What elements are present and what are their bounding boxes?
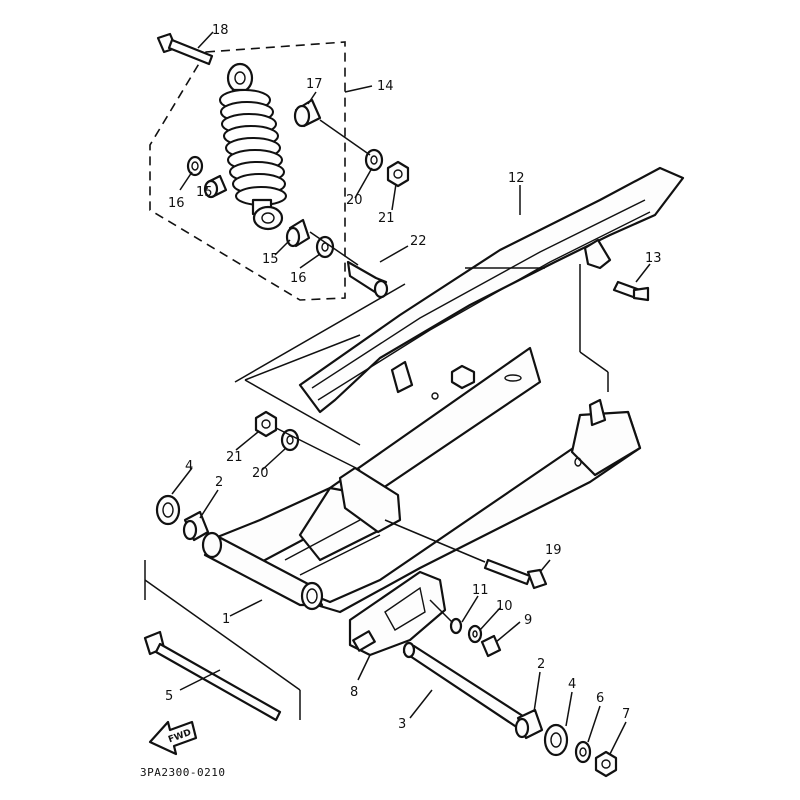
callout-20-lower: 20 — [252, 466, 269, 481]
nut-21-lower — [254, 410, 278, 438]
washer-6 — [574, 740, 592, 764]
washer-16-lower — [315, 235, 335, 259]
collar-22 — [346, 260, 389, 299]
shock-spring — [219, 89, 287, 206]
callout-4-right: 4 — [568, 677, 576, 692]
bearing-4-left — [155, 494, 181, 526]
shock-absorber — [219, 62, 287, 231]
bushing-17 — [293, 98, 322, 128]
bolt-19 — [483, 558, 548, 590]
callout-4-left: 4 — [185, 459, 193, 474]
collar-15-lower — [285, 218, 311, 248]
rear-arm — [208, 346, 642, 614]
bearing-4-right — [543, 723, 569, 757]
callout-5: 5 — [165, 689, 173, 704]
callout-20-upper: 20 — [346, 193, 363, 208]
bushing-2-right — [514, 708, 544, 740]
callout-leaders — [171, 31, 651, 755]
callout-1: 1 — [222, 612, 230, 627]
pivot-tube — [201, 531, 324, 611]
washer-16-upper — [186, 155, 204, 177]
callout-3: 3 — [398, 717, 406, 732]
chain-case — [298, 166, 685, 414]
pivot-shaft-5 — [143, 630, 282, 722]
callout-10: 10 — [496, 599, 513, 614]
bushing-2-left — [182, 510, 210, 542]
callout-19: 19 — [545, 543, 562, 558]
callout-13: 13 — [645, 251, 662, 266]
fwd-arrow-icon: FWD — [148, 720, 198, 756]
collar-15-upper — [203, 174, 228, 199]
callout-15-lower: 15 — [262, 252, 279, 267]
callout-7: 7 — [622, 707, 630, 722]
washer-20-lower — [280, 428, 300, 452]
drawing-code: 3PA2300-0210 — [140, 766, 225, 779]
callout-11: 11 — [472, 583, 489, 598]
washer-11 — [449, 617, 463, 635]
bolt-9 — [480, 634, 502, 658]
bolt-18 — [156, 32, 214, 66]
shock-assembly-boundary — [149, 41, 346, 301]
callout-21-upper: 21 — [378, 211, 395, 226]
chain-adjuster-plate — [348, 570, 447, 657]
assembly-lines — [144, 119, 609, 720]
callout-16-lower: 16 — [290, 271, 307, 286]
nut-7 — [594, 750, 618, 778]
washer-10 — [467, 624, 483, 644]
callout-22: 22 — [410, 234, 427, 249]
callout-15-upper: 15 — [196, 185, 213, 200]
callout-17: 17 — [306, 77, 323, 92]
callout-2-right: 2 — [537, 657, 545, 672]
callout-6: 6 — [596, 691, 604, 706]
callout-2-left: 2 — [215, 475, 223, 490]
callout-12: 12 — [508, 171, 525, 186]
bolt-13 — [612, 280, 650, 302]
callout-18: 18 — [212, 23, 229, 38]
callout-8: 8 — [350, 685, 358, 700]
callout-9: 9 — [524, 613, 532, 628]
callout-14: 14 — [377, 79, 394, 94]
callout-labels: 18 17 14 12 13 16 15 20 21 15 16 22 21 2… — [165, 23, 662, 732]
callout-16-upper: 16 — [168, 196, 185, 211]
callout-21-lower: 21 — [226, 450, 243, 465]
shaft-3 — [402, 641, 528, 730]
nut-21-upper — [386, 160, 410, 188]
